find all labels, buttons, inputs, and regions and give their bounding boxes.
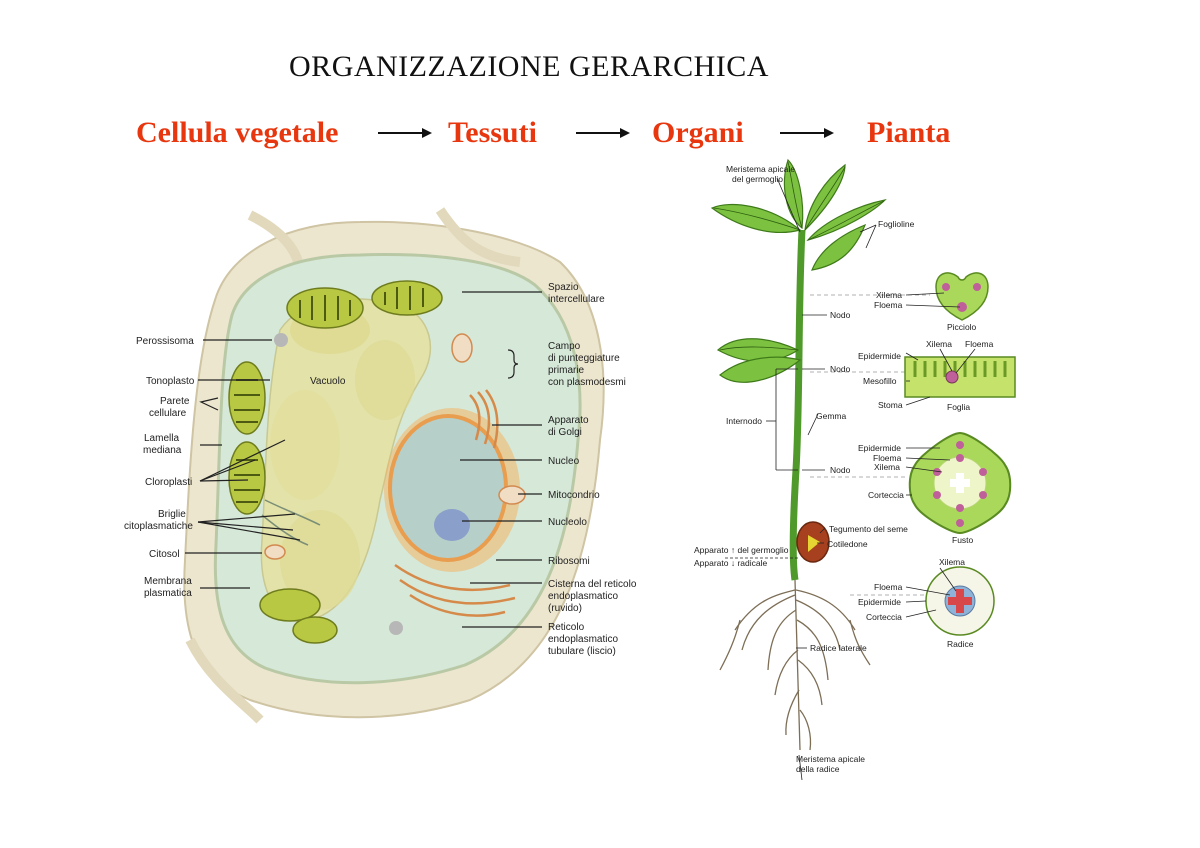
label-briglie-1: Briglie	[158, 509, 186, 520]
label-membrana-2: plasmatica	[144, 588, 192, 599]
label-fusto: Fusto	[952, 535, 974, 545]
label-picciolo: Picciolo	[947, 322, 977, 332]
label-xilema-foglia: Xilema	[926, 339, 952, 349]
label-lamella-1: Lamella	[144, 433, 179, 444]
arrow-right-icon	[378, 128, 432, 138]
label-golgi-1: Apparato	[548, 415, 589, 426]
label-nodo-3: Nodo	[830, 465, 851, 475]
label-radice: Radice	[947, 639, 974, 649]
label-ribosomi: Ribosomi	[548, 556, 590, 567]
label-nodo-2: Nodo	[830, 364, 851, 374]
label-nodo-1: Nodo	[830, 310, 851, 320]
label-epidermide-foglia: Epidermide	[858, 351, 901, 361]
label-mesofillo: Mesofillo	[863, 376, 897, 386]
label-corteccia-radice: Corteccia	[866, 612, 902, 622]
plant-diagram: Meristema apicale del germoglio Foglioli…	[694, 158, 935, 781]
label-lamella-2: mediana	[143, 445, 182, 456]
label-reticolo-2: endoplasmatico	[548, 634, 618, 645]
label-cisterna-3: (ruvido)	[548, 603, 582, 614]
plant-cell-diagram: Perossisoma Tonoplasto Parete cellulare …	[124, 207, 637, 724]
label-campo-4: con plasmodesmi	[548, 377, 626, 388]
arrow-right-icon	[780, 128, 834, 138]
label-stoma: Stoma	[878, 400, 903, 410]
label-epidermide-fusto: Epidermide	[858, 443, 901, 453]
arrow-right-icon	[576, 128, 630, 138]
label-campo-2: di punteggiature	[548, 353, 620, 364]
label-floema-picciolo: Floema	[874, 300, 903, 310]
hierarchy-cell: Cellula vegetale	[136, 116, 339, 149]
hierarchy-organs: Organi	[652, 116, 744, 149]
label-campo-1: Campo	[548, 341, 581, 352]
label-xilema-fusto: Xilema	[874, 462, 900, 472]
cross-sections: Xilema Floema Picciolo Xilema Floema Epi…	[858, 272, 1016, 649]
label-foglia: Foglia	[947, 402, 970, 412]
label-cisterna-2: endoplasmatico	[548, 591, 618, 602]
label-foglioline: Foglioline	[878, 219, 915, 229]
label-cisterna-1: Cisterna del reticolo	[548, 579, 637, 590]
label-mitocondrio: Mitocondrio	[548, 490, 600, 501]
page-title: ORGANIZZAZIONE GERARCHICA	[289, 50, 769, 83]
label-parete-1: Parete	[160, 396, 190, 407]
label-apparato-germoglio: Apparato ↑ del germoglio	[694, 545, 789, 555]
label-floema-fusto: Floema	[873, 453, 902, 463]
label-campo-3: primarie	[548, 365, 585, 376]
label-meristema-germoglio-2: del germoglio	[732, 174, 783, 184]
label-corteccia-fusto: Corteccia	[868, 490, 904, 500]
label-briglie-2: citoplasmatiche	[124, 521, 193, 532]
label-epidermide-radice: Epidermide	[858, 597, 901, 607]
label-nucleolo: Nucleolo	[548, 517, 587, 528]
label-xilema-radice: Xilema	[939, 557, 965, 567]
label-cotiledone: Cotiledone	[827, 539, 868, 549]
label-apparato-radicale: Apparato ↓ radicale	[694, 558, 768, 568]
label-golgi-2: di Golgi	[548, 427, 582, 438]
label-floema-foglia: Floema	[965, 339, 994, 349]
label-spazio-1: Spazio	[548, 282, 579, 293]
label-meristema-radice-1: Meristema apicale	[796, 754, 865, 764]
label-reticolo-3: tubulare (liscio)	[548, 646, 616, 657]
label-parete-2: cellulare	[149, 408, 187, 419]
label-tonoplasto: Tonoplasto	[146, 376, 195, 387]
label-vacuolo: Vacuolo	[310, 376, 346, 387]
label-floema-radice: Floema	[874, 582, 903, 592]
label-cloroplasti: Cloroplasti	[145, 477, 192, 488]
label-perossisoma: Perossisoma	[136, 336, 194, 347]
label-membrana-1: Membrana	[144, 576, 192, 587]
label-meristema-germoglio-1: Meristema apicale	[726, 164, 795, 174]
label-reticolo-1: Reticolo	[548, 622, 585, 633]
label-spazio-2: intercellulare	[548, 294, 605, 305]
label-xilema-picciolo: Xilema	[876, 290, 902, 300]
label-internodo: Internodo	[726, 416, 762, 426]
label-tegumento: Tegumento del seme	[829, 524, 908, 534]
hierarchy-plant: Pianta	[867, 116, 951, 149]
label-citosol: Citosol	[149, 549, 180, 560]
label-nucleo: Nucleo	[548, 456, 580, 467]
hierarchy-tissues: Tessuti	[448, 116, 537, 149]
label-meristema-radice-2: della radice	[796, 764, 840, 774]
label-gemma: Gemma	[816, 411, 847, 421]
label-radice-laterale: Radice laterale	[810, 643, 867, 653]
